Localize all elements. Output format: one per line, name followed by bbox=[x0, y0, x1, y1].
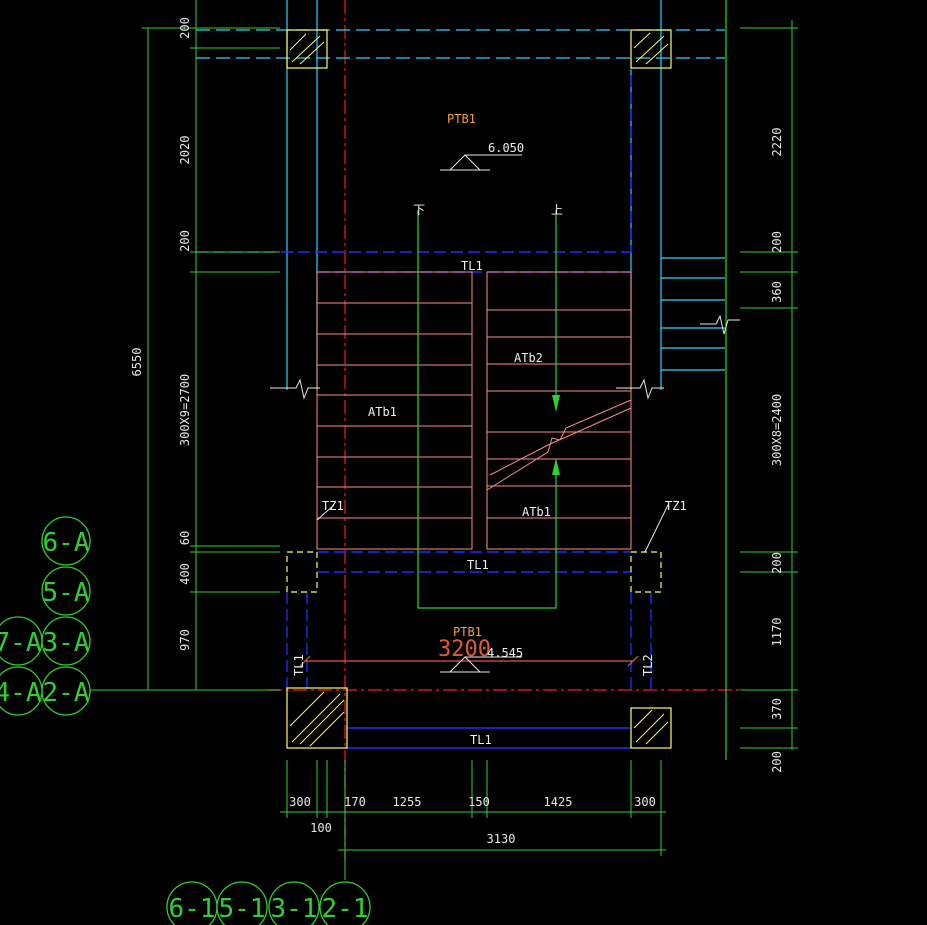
axis-label: 6-A bbox=[43, 528, 90, 558]
dim-bottom-100: 100 bbox=[310, 821, 332, 835]
axis-label: 2-1 bbox=[322, 894, 369, 924]
axis-bubble-texts-bottom: 6-1 5-1 3-1 2-1 bbox=[169, 894, 369, 924]
walking-line bbox=[417, 210, 560, 609]
tz1-leader bbox=[644, 504, 669, 553]
atb1-right-label: ATb1 bbox=[522, 505, 551, 519]
column-bottom-left bbox=[286, 687, 348, 749]
clear-span-label: 3200 bbox=[438, 637, 491, 662]
axis-label: 4-A bbox=[0, 678, 42, 708]
walk-path bbox=[417, 210, 557, 609]
elevation-mark-top bbox=[440, 154, 522, 171]
dim-left-2020: 2020 bbox=[178, 136, 192, 165]
dim-left-60: 60 bbox=[178, 531, 192, 545]
axis-bubbles-left bbox=[0, 516, 91, 716]
dim-bottom-170: 170 bbox=[344, 795, 366, 809]
dim-right-2220: 2220 bbox=[770, 128, 784, 157]
tl1-vertical-label: TL1 bbox=[292, 654, 306, 676]
dim-right-360: 360 bbox=[770, 281, 784, 303]
dim-right-300x8: 300X8=2400 bbox=[770, 394, 784, 466]
tz1-right-label: TZ1 bbox=[665, 499, 687, 513]
beams bbox=[196, 58, 652, 690]
tz1-leader bbox=[316, 504, 335, 521]
break-symbol-icon bbox=[616, 378, 664, 400]
ptb1-top-label: PTB1 bbox=[447, 112, 476, 126]
tz1-left bbox=[286, 551, 318, 593]
stair-treads bbox=[316, 271, 632, 550]
up-arrow-icon bbox=[552, 458, 560, 475]
dim-bottom-300b: 300 bbox=[634, 795, 656, 809]
right-dimension-texts: 2220 200 360 300X8=2400 200 1170 370 200 bbox=[770, 128, 784, 773]
dim-left-300x9: 300X9=2700 bbox=[178, 374, 192, 446]
down-label: 下 bbox=[413, 203, 425, 217]
axis-label: 6-1 bbox=[169, 894, 216, 924]
axis-bubble bbox=[41, 516, 91, 566]
elevation-mark-bottom bbox=[440, 656, 522, 673]
dimension-lines bbox=[90, 0, 798, 880]
ptb1-bottom-label: PTB1 bbox=[453, 625, 482, 639]
left-dimension-texts: 200 2020 200 300X9=2700 60 400 970 6550 bbox=[130, 17, 192, 651]
wall-breaks bbox=[270, 314, 740, 400]
tl1-upper-label: TL1 bbox=[461, 259, 483, 273]
down-arrow-icon bbox=[552, 395, 560, 412]
dim-right-200b: 200 bbox=[770, 552, 784, 574]
break-line bbox=[486, 399, 632, 491]
dim-right-1170: 1170 bbox=[770, 618, 784, 647]
axis-bubble bbox=[0, 616, 43, 666]
axis-bubble bbox=[268, 881, 320, 925]
tz1-left-label: TZ1 bbox=[322, 499, 344, 513]
flight-atb1-outline bbox=[316, 271, 473, 550]
break-line bbox=[489, 407, 632, 476]
dim-right-200a: 200 bbox=[770, 231, 784, 253]
column-bottom-right bbox=[630, 707, 672, 749]
up-label: 上 bbox=[551, 203, 563, 217]
dim-bottom-1255: 1255 bbox=[393, 795, 422, 809]
axis-bubble bbox=[216, 881, 268, 925]
axis-bubbles-bottom bbox=[166, 881, 371, 925]
tl1-mid-label: TL1 bbox=[467, 558, 489, 572]
atb1-left-label: ATb1 bbox=[368, 405, 397, 419]
elevation-bottom: 4.545 bbox=[487, 646, 523, 660]
elevation-top: 6.050 bbox=[488, 141, 524, 155]
axis-lines bbox=[268, 0, 740, 860]
flight-atb2-outline bbox=[486, 271, 632, 550]
plan-labels: PTB1 6.050 下 上 TL1 ATb2 ATb1 ATb1 TZ1 TZ… bbox=[292, 112, 687, 747]
axis-label: 7-A bbox=[0, 628, 42, 658]
atb2-label: ATb2 bbox=[514, 351, 543, 365]
dim-left-200a: 200 bbox=[178, 17, 192, 39]
columns bbox=[286, 29, 672, 749]
dim-left-200b: 200 bbox=[178, 230, 192, 252]
break-symbol-icon bbox=[700, 314, 740, 335]
dim-left-970: 970 bbox=[178, 629, 192, 651]
dim-bottom-150: 150 bbox=[468, 795, 490, 809]
dim-left-400: 400 bbox=[178, 563, 192, 585]
axis-label: 5-1 bbox=[219, 894, 266, 924]
axis-label: 5-A bbox=[43, 578, 90, 608]
dim-right-370: 370 bbox=[770, 698, 784, 720]
tz1-right bbox=[630, 551, 662, 593]
dim-right-200c: 200 bbox=[770, 751, 784, 773]
break-symbol-icon bbox=[270, 378, 320, 400]
axis-bubble-texts-left: 6-A 5-A 3-A 2-A 7-A 4-A bbox=[0, 528, 90, 708]
tl2-vertical-label: TL2 bbox=[641, 654, 655, 676]
axis-bubble bbox=[41, 566, 91, 616]
axis-bubble bbox=[319, 881, 371, 925]
tl1-lower-label: TL1 bbox=[470, 733, 492, 747]
column-top-left bbox=[286, 29, 328, 69]
column-top-right bbox=[630, 29, 672, 69]
beams-solid bbox=[345, 727, 631, 749]
axis-bubble bbox=[0, 666, 43, 716]
dim-bottom-300a: 300 bbox=[289, 795, 311, 809]
bottom-dimension-texts: 300 170 1255 150 1425 300 100 3130 bbox=[289, 795, 656, 846]
axis-label: 3-A bbox=[43, 628, 90, 658]
dim-bottom-total: 3130 bbox=[487, 832, 516, 846]
axis-label: 3-1 bbox=[271, 894, 318, 924]
axis-label: 2-A bbox=[43, 678, 90, 708]
dim-bottom-1425: 1425 bbox=[544, 795, 573, 809]
dim-left-total: 6550 bbox=[130, 348, 144, 377]
